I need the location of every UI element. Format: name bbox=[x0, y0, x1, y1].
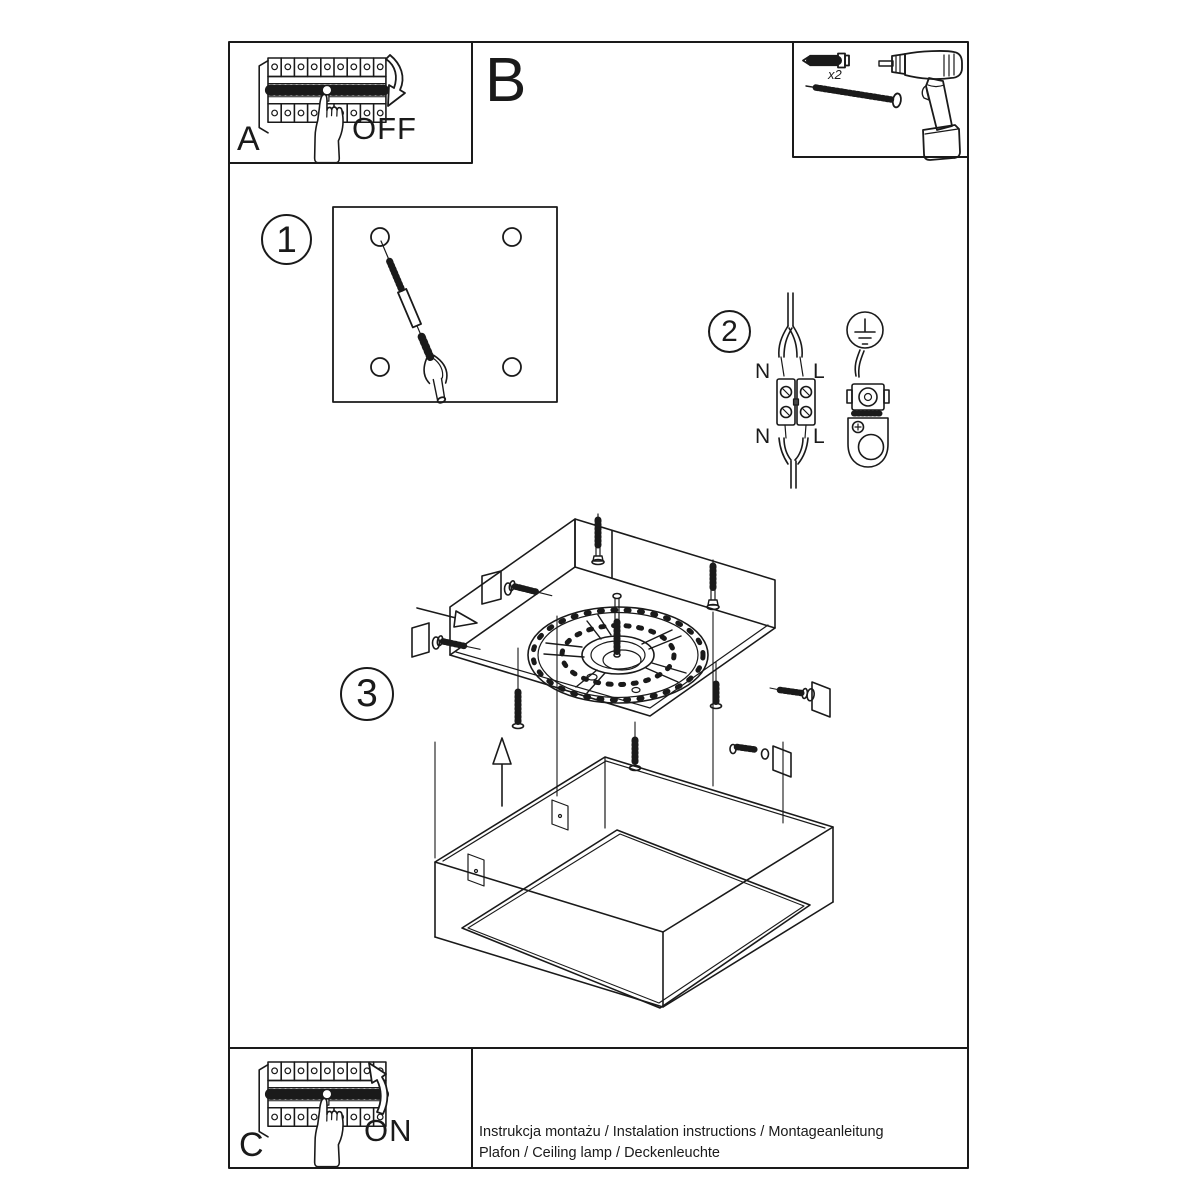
terminal-block-icon bbox=[776, 378, 816, 426]
mounting-screws bbox=[511, 513, 723, 772]
screw-anchor-icon bbox=[380, 240, 448, 404]
alignment-guides bbox=[434, 611, 784, 859]
footer-title-line: Instrukcja montażu / Instalation instruc… bbox=[479, 1124, 884, 1140]
page-frame bbox=[228, 41, 969, 1169]
drill-icon bbox=[878, 50, 963, 161]
off-label: OFF bbox=[352, 111, 417, 146]
live-label-top: L bbox=[813, 360, 825, 383]
screw-icon bbox=[591, 513, 605, 566]
plate-spokes bbox=[543, 614, 687, 694]
live-label-bottom: L bbox=[813, 425, 825, 448]
tools-panel-illustration bbox=[802, 50, 963, 161]
panel-c-label: C bbox=[239, 1126, 264, 1164]
side-screw-left-upper bbox=[481, 570, 553, 605]
panel-a-illustration bbox=[259, 54, 406, 163]
step-1-number: 1 bbox=[276, 218, 297, 260]
drill-hole bbox=[370, 227, 390, 247]
screw-icon bbox=[805, 84, 902, 109]
drill-hole bbox=[502, 357, 522, 377]
wall-plug-icon bbox=[802, 52, 850, 69]
step-3-badge: 3 bbox=[340, 667, 394, 721]
center-screw bbox=[612, 592, 622, 658]
panel-a-label: A bbox=[237, 120, 260, 158]
mains-cable-top bbox=[778, 292, 804, 377]
panel-c-illustration bbox=[259, 1062, 387, 1167]
diffuser-panel bbox=[461, 829, 811, 1009]
step2-illustration bbox=[776, 292, 890, 489]
side-screw-right bbox=[769, 681, 831, 718]
on-label: ON bbox=[364, 1113, 413, 1148]
screw-icon bbox=[628, 721, 642, 772]
step1-illustration bbox=[332, 206, 558, 404]
lift-arrow-head bbox=[492, 737, 512, 765]
step-2-number: 2 bbox=[721, 314, 738, 348]
curved-arrow-down-icon bbox=[385, 54, 406, 107]
insert-arrow-head bbox=[453, 610, 478, 628]
lamp-canopy bbox=[434, 756, 834, 1009]
section-b-label: B bbox=[485, 46, 527, 115]
step-3-number: 3 bbox=[356, 672, 378, 715]
side-screws bbox=[411, 570, 831, 778]
mounting-plate bbox=[332, 206, 558, 403]
step-1-badge: 1 bbox=[261, 214, 312, 265]
lamp-holder-icon bbox=[846, 383, 890, 468]
curved-arrow-up-icon bbox=[368, 1062, 389, 1115]
screw-icon bbox=[709, 661, 723, 710]
ground-wire bbox=[854, 349, 865, 378]
mounting-bracket bbox=[449, 518, 776, 717]
canopy-sticker bbox=[551, 799, 569, 831]
anchor-quantity-label: x2 bbox=[828, 67, 842, 82]
neutral-label-top: N bbox=[755, 360, 771, 383]
footer-product-line: Plafon / Ceiling lamp / Deckenleuchte bbox=[479, 1145, 720, 1161]
step3-illustration bbox=[411, 513, 834, 1009]
neutral-label-bottom: N bbox=[755, 425, 771, 448]
drill-hole bbox=[502, 227, 522, 247]
step-2-badge: 2 bbox=[708, 310, 751, 353]
lamp-cable-bottom bbox=[778, 424, 809, 489]
screw-icon bbox=[511, 647, 525, 730]
side-screw-bottom-right bbox=[729, 743, 792, 778]
direction-arrows bbox=[416, 607, 512, 807]
insert-arrow-icon bbox=[416, 607, 457, 619]
drill-hole bbox=[370, 357, 390, 377]
side-screw-left-lower bbox=[411, 622, 481, 658]
screw-icon bbox=[706, 559, 720, 611]
earth-symbol-icon bbox=[846, 311, 884, 349]
canopy-sticker bbox=[467, 853, 485, 887]
round-plate bbox=[527, 592, 709, 704]
